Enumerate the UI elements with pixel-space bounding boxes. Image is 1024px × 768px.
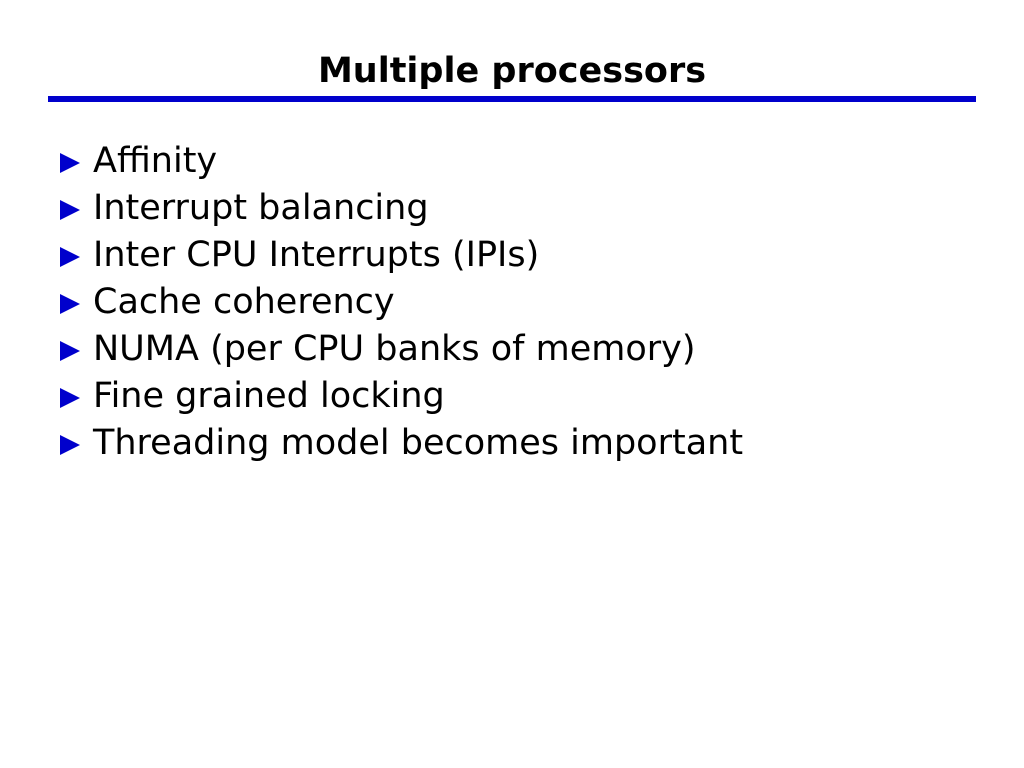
list-item-label: Inter CPU Interrupts (IPIs) [93, 235, 540, 275]
list-item: Fine grained locking [58, 373, 998, 420]
triangle-right-icon [58, 420, 93, 467]
triangle-right-icon [58, 373, 93, 420]
bullet-list: Affinity Interrupt balancing Inter CPU I… [58, 138, 998, 467]
list-item: Inter CPU Interrupts (IPIs) [58, 232, 998, 279]
list-item: NUMA (per CPU banks of memory) [58, 326, 998, 373]
list-item: Cache coherency [58, 279, 998, 326]
list-item-label: NUMA (per CPU banks of memory) [93, 329, 696, 369]
triangle-right-icon [58, 232, 93, 279]
list-item-label: Cache coherency [93, 282, 395, 322]
list-item: Threading model becomes important [58, 420, 998, 467]
list-item: Interrupt balancing [58, 185, 998, 232]
triangle-right-icon [58, 279, 93, 326]
list-item-label: Affinity [93, 141, 218, 181]
list-item: Affinity [58, 138, 998, 185]
triangle-right-icon [58, 326, 93, 373]
list-item-label: Interrupt balancing [93, 188, 429, 228]
title-underline-divider [48, 96, 976, 102]
triangle-right-icon [58, 138, 93, 185]
list-item-label: Threading model becomes important [93, 423, 744, 463]
triangle-right-icon [58, 185, 93, 232]
list-item-label: Fine grained locking [93, 376, 445, 416]
page-title: Multiple processors [317, 51, 707, 91]
